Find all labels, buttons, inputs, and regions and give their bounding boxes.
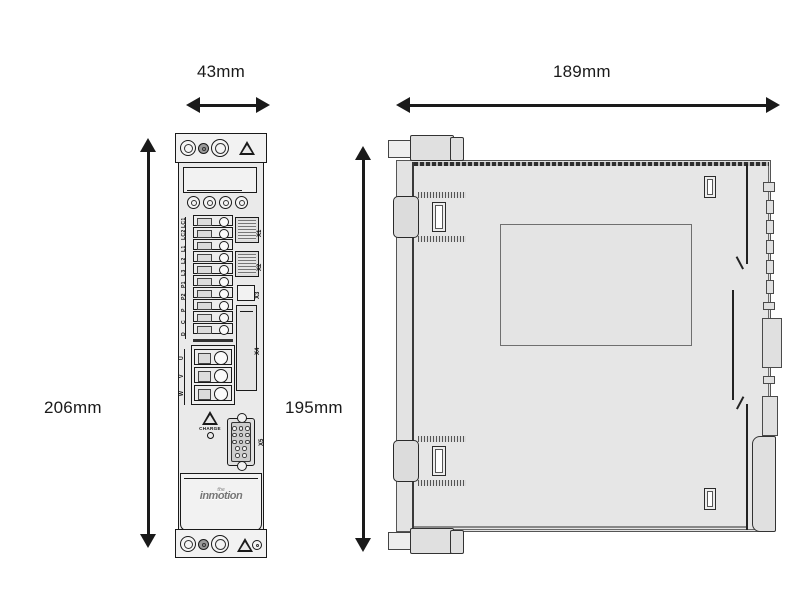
top-vent-strip (414, 162, 769, 166)
connector-label-x4: X4 (255, 347, 261, 355)
terminal-row (193, 275, 233, 287)
bottom-warning-triangle-icon (237, 538, 253, 552)
side-view-drawing (388, 135, 783, 554)
vent-circle-icon (180, 140, 196, 156)
upper-mounting-bracket (393, 196, 419, 238)
terminal-row (193, 299, 233, 311)
connector-x4[interactable] (236, 305, 257, 391)
terminal-row (193, 227, 233, 239)
dimension-arrow-depth-side (396, 94, 780, 116)
lower-cover-seam (184, 478, 258, 480)
power-terminal-block (193, 215, 233, 337)
rear-fin-4 (766, 240, 774, 254)
bottom-screw-hole-icon (252, 540, 262, 550)
charge-warning-triangle-icon (202, 411, 218, 425)
motor-terminal-block (191, 345, 235, 405)
bottom-edge-line (414, 526, 746, 528)
connector-label-x1: X1 (257, 229, 263, 237)
round-connector-4 (235, 196, 248, 209)
rear-contour-middle (732, 290, 734, 400)
terminal-row (193, 263, 233, 275)
top-connector-tab (410, 135, 454, 161)
vent-circle-icon-2 (211, 139, 229, 157)
round-connector-1 (187, 196, 200, 209)
connector-label-x2: X2 (257, 263, 263, 271)
terminal-row (194, 349, 232, 365)
motor-terminal-guide-line (184, 349, 186, 405)
upper-mounting-hole (432, 202, 446, 232)
terminal-row (193, 215, 233, 227)
upper-bracket-hatch-top (418, 192, 466, 198)
bottom-connector-tab (410, 528, 454, 554)
charge-led-icon (206, 432, 214, 439)
upper-cover-panel (183, 167, 257, 193)
rear-fin-3 (766, 220, 774, 234)
connector-x4-seam (240, 311, 253, 313)
rear-connector-block (762, 318, 782, 368)
terminal-block-divider (193, 339, 233, 342)
terminal-row (193, 251, 233, 263)
terminal-row (194, 385, 232, 401)
rear-mounting-hole-top (704, 176, 716, 198)
upper-cover-seam (187, 190, 242, 192)
brand-logo-main: inmotion (199, 490, 243, 502)
rear-mounting-hole-bottom (704, 488, 716, 510)
lower-mounting-hole (432, 446, 446, 476)
dimension-label-height-side: 195mm (285, 398, 343, 417)
top-connector-tab-end (450, 137, 464, 161)
rear-fin-5 (766, 260, 774, 274)
warning-triangle-icon (239, 141, 255, 155)
bottom-vent-circle-icon (180, 536, 196, 552)
round-connector-3 (219, 196, 232, 209)
connector-label-x5: X5 (259, 438, 265, 446)
lower-mounting-bracket (393, 440, 419, 482)
terminal-row (193, 311, 233, 323)
rear-contour-upper (746, 164, 748, 264)
dimension-arrow-height-side (352, 146, 374, 552)
terminal-row (193, 239, 233, 251)
upper-bracket-hatch-bottom (418, 236, 466, 242)
bottom-connector-tab-end (450, 530, 464, 554)
side-face-plate (412, 162, 769, 530)
lower-cover-panel (180, 473, 262, 531)
terminal-label-guide-line (185, 217, 187, 339)
bottom-vent-circle-small-icon (198, 539, 209, 550)
vent-circle-small-icon (198, 143, 209, 154)
connector-label-x3: X3 (255, 291, 261, 299)
front-cover-seam (412, 162, 414, 530)
terminal-row (193, 323, 233, 335)
connector-x1[interactable] (235, 217, 259, 243)
rear-fin-1 (763, 182, 775, 192)
lower-bracket-hatch-bottom (418, 480, 466, 486)
charge-indicator: CHARGE (195, 411, 225, 439)
connector-x2[interactable] (235, 251, 259, 277)
terminal-row (194, 367, 232, 383)
terminal-row (193, 287, 233, 299)
connector-x3[interactable] (237, 285, 255, 301)
dimension-label-height-front: 206mm (44, 398, 102, 417)
rear-lower-housing (752, 436, 776, 532)
recessed-label-panel (500, 224, 692, 346)
connector-x5-dsub[interactable] (227, 413, 255, 471)
dimension-arrow-width-front (186, 94, 270, 116)
rear-fin-7 (763, 302, 775, 310)
front-view-drawing: LC1 LC2 L1 L2 L3 P1 P2 P C D U V W X1 X2… (175, 133, 267, 558)
rear-fin-8 (763, 376, 775, 384)
charge-label: CHARGE (199, 426, 221, 431)
lower-bracket-hatch-top (418, 436, 466, 442)
rear-connector-block-2 (762, 396, 778, 436)
rear-fin-2 (766, 200, 774, 214)
dimension-arrow-height-front (137, 138, 159, 548)
brand-logo-top: the (217, 487, 225, 493)
round-connector-2 (203, 196, 216, 209)
rear-fin-6 (766, 280, 774, 294)
bottom-vent-circle-icon-2 (211, 535, 229, 553)
dimension-label-depth-side: 189mm (553, 62, 611, 81)
rear-contour-lower (746, 404, 748, 530)
dimension-label-width-front: 43mm (197, 62, 246, 81)
